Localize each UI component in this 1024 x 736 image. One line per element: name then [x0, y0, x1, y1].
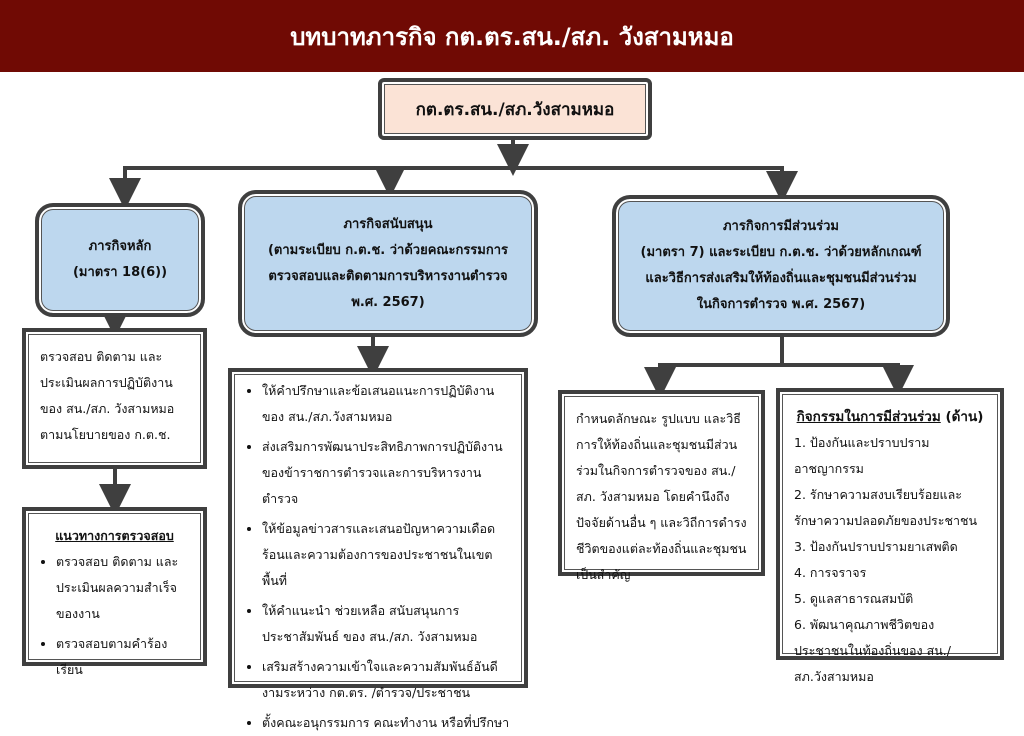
guideline-box: แนวทางการตรวจสอบ ตรวจสอบ ติดตาม และประเม…: [22, 507, 207, 677]
support-item: ให้คำแนะนำ ช่วยเหลือ สนับสนุนการประชาสัม…: [262, 598, 510, 650]
support-item: ให้คำปรึกษาและข้อเสนอแนะการปฏิบัติงานของ…: [262, 378, 510, 430]
activity-item: 2. รักษาความสงบเรียบร้อยและรักษาความปลอด…: [794, 487, 978, 528]
activity-item: 4. การจราจร: [794, 565, 867, 580]
main-mission-detail: ตรวจสอบ ติดตาม และประเมินผลการปฏิบัติงาน…: [22, 328, 207, 469]
main-mission-title: ภารกิจหลัก: [88, 239, 152, 254]
participation-title: ภารกิจการมีส่วนร่วม: [722, 219, 840, 234]
support-mission-node: ภารกิจสนับสนุน (ตามระเบียบ ก.ต.ช. ว่าด้ว…: [238, 190, 538, 337]
support-item: ให้ข้อมูลข่าวสารและเสนอปัญหาความเดือดร้อ…: [262, 516, 510, 594]
root-node: กต.ตร.สน./สภ.วังสามหมอ: [378, 78, 652, 140]
guideline-item: ตรวจสอบตามคำร้องเรียน: [56, 631, 189, 683]
support-line: พ.ศ. 2567): [351, 294, 425, 310]
main-mission-subtitle: (มาตรา 18(6)): [72, 265, 168, 280]
main-mission-node: ภารกิจหลัก (มาตรา 18(6)): [35, 203, 205, 317]
participation-mission-node: ภารกิจการมีส่วนร่วม (มาตรา 7) และระเบียบ…: [612, 195, 950, 337]
activities-title: กิจกรรมในการมีส่วนร่วม: [796, 409, 941, 425]
support-item: เสริมสร้างความเข้าใจและความสัมพันธ์อันดี…: [262, 654, 510, 706]
support-item: ส่งเสริมการพัฒนาประสิทธิภาพการปฏิบัติงาน…: [262, 434, 510, 512]
activities-box: กิจกรรมในการมีส่วนร่วม (ด้าน) 1. ป้องกัน…: [776, 388, 1004, 684]
activities-suffix: (ด้าน): [940, 409, 984, 425]
activity-item: 1. ป้องกันและปราบปรามอาชญากรรม: [794, 435, 930, 476]
page-title: บทบาทภารกิจ กต.ตร.สน./สภ. วังสามหมอ: [0, 0, 1024, 72]
guideline-title: แนวทางการตรวจสอบ: [55, 528, 174, 543]
guideline-item: ตรวจสอบ ติดตาม และประเมินผลความสำเร็จของ…: [56, 549, 189, 627]
participation-line: และวิธีการส่งเสริมให้ท้องถิ่นและชุมชนมีส…: [645, 271, 917, 286]
participation-detail: กำหนดลักษณะ รูปแบบ และวิธีการให้ท้องถิ่น…: [558, 390, 765, 582]
participation-line: (มาตรา 7) และระเบียบ ก.ต.ช. ว่าด้วยหลักเ…: [640, 245, 922, 260]
activity-item: 3. ป้องกันปราบปรามยาเสพติด: [794, 539, 958, 554]
activity-item: 5. ดูแลสาธารณสมบัติ: [794, 591, 914, 606]
support-title: ภารกิจสนับสนุน: [343, 216, 433, 232]
activity-item: 6. พัฒนาคุณภาพชีวิตของประชาชนในท้องถิ่นข…: [794, 617, 951, 684]
support-items-box: ให้คำปรึกษาและข้อเสนอแนะการปฏิบัติงานของ…: [228, 368, 528, 730]
support-line: (ตามระเบียบ ก.ต.ช. ว่าด้วยคณะกรรมการ: [267, 242, 509, 258]
support-line: ตรวจสอบและติดตามการบริหารงานตำรวจ: [268, 268, 508, 284]
support-item: ตั้งคณะอนุกรรมการ คณะทำงาน หรือที่ปรึกษา: [262, 710, 510, 736]
participation-line: ในกิจการตำรวจ พ.ศ. 2567): [696, 297, 866, 312]
